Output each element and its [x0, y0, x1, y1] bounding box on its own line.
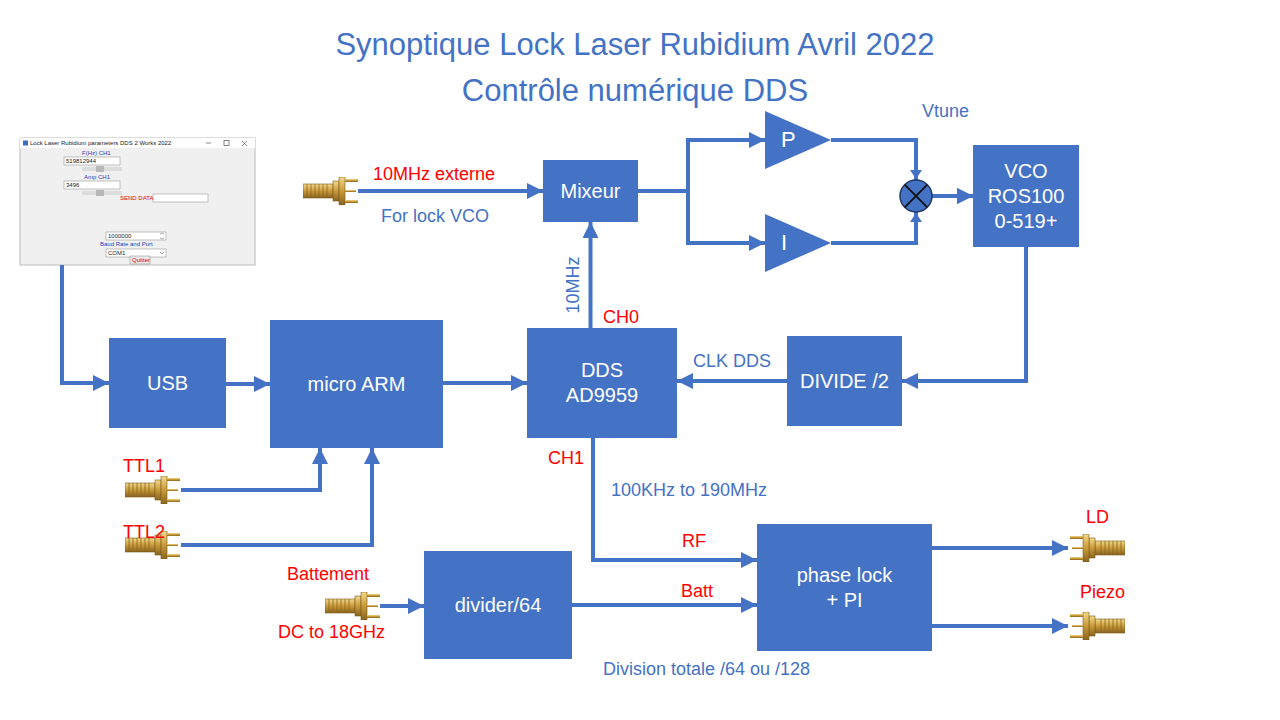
- connector-label: Battement: [287, 563, 369, 585]
- signal-wire: [932, 624, 1068, 628]
- node-text: Mixeur: [560, 179, 620, 204]
- sma-connector: [1070, 534, 1125, 562]
- microcontroller-box: micro ARM: [270, 320, 443, 448]
- window-text: Baud Rate and Port: [100, 241, 153, 248]
- integral-amplifier: I: [765, 214, 831, 272]
- node-text: P: [781, 126, 796, 154]
- signal-wire: [181, 448, 372, 545]
- window-text: 3496: [66, 182, 79, 189]
- channel-label: CH1: [548, 447, 584, 469]
- window-text: Amp CH1: [84, 174, 110, 181]
- connector-arrow: [589, 222, 593, 328]
- window-text: Lock Laser Rubidium parameters DDS 2 Wor…: [30, 140, 171, 147]
- signal-wires: [181, 191, 1068, 626]
- node-text: USB: [147, 371, 188, 396]
- node-text: divider/64: [455, 593, 542, 618]
- diagram-title: Synoptique Lock Laser Rubidium Avril 202…: [290, 22, 980, 114]
- window-text: 1000000: [108, 233, 131, 240]
- triangle-outline: [765, 111, 831, 169]
- triangle-outline: [765, 214, 831, 272]
- signal-wire: [181, 448, 320, 490]
- edge-label: Batt: [679, 581, 715, 601]
- proportional-amplifier: P: [765, 111, 831, 169]
- connector-label: TTL2: [123, 521, 165, 543]
- connector-arrow: [62, 265, 109, 383]
- range-label: DC to 18GHz: [278, 621, 385, 643]
- mixer-box: Mixeur: [543, 160, 638, 222]
- node-text: DIVIDE /2: [800, 369, 889, 394]
- sma-connector: [325, 592, 380, 620]
- connector-label: LD: [1086, 506, 1109, 528]
- triangle-shape: [765, 111, 831, 169]
- software-window-chrome: [20, 138, 255, 265]
- edge-label: RF: [680, 531, 708, 551]
- node-text: I: [781, 229, 787, 257]
- connector-arrow: [638, 191, 765, 243]
- triangle-shape: [765, 214, 831, 272]
- connector-arrow: [226, 382, 270, 386]
- dds-box: DDS AD9959: [527, 328, 677, 438]
- connector-arrow: [443, 381, 527, 385]
- connector-label: TTL1: [123, 455, 165, 477]
- node-text: phase lock + PI: [793, 563, 897, 613]
- software-window: Lock Laser Rubidium parameters DDS 2 Wor…: [20, 138, 255, 265]
- sma-connector: [303, 177, 358, 205]
- connector-label: Piezo: [1080, 581, 1125, 603]
- signal-wire: [380, 604, 424, 608]
- edge-label: CLK DDS: [691, 351, 773, 371]
- note-label: For lock VCO: [381, 205, 489, 227]
- signal-wire: [358, 189, 543, 193]
- range-label: 100KHz to 190MHz: [611, 479, 767, 501]
- sma-connector: [1070, 612, 1125, 640]
- node-text: micro ARM: [308, 372, 406, 397]
- connector-arrow: [902, 247, 1026, 381]
- signal-label: Vtune: [922, 100, 969, 122]
- signal-label: 10MHz externe: [373, 163, 495, 185]
- window-text: Quitter: [132, 257, 150, 264]
- divider-box: divider/64: [424, 551, 572, 659]
- phase-lock-box: phase lock + PI: [757, 524, 932, 651]
- connector-arrow: [572, 603, 757, 607]
- connector-arrow: [638, 140, 765, 191]
- note-label: Division totale /64 ou /128: [603, 658, 810, 680]
- window-text: 519812944: [66, 158, 96, 165]
- summing-junction: [900, 170, 932, 222]
- node-text: VCO ROS100 0-519+: [981, 159, 1071, 234]
- connector-arrow: [677, 379, 787, 383]
- window-text: SEND DATA: [120, 195, 153, 202]
- sma-connector: [125, 476, 180, 504]
- node-text: DDS AD9959: [555, 358, 650, 408]
- signal-wire: [932, 546, 1068, 550]
- divider-box: DIVIDE /2: [787, 336, 902, 426]
- window-text: F(Hz) CH1: [82, 150, 111, 157]
- usb-box: USB: [109, 338, 226, 428]
- vco-box: VCO ROS100 0-519+: [973, 145, 1079, 247]
- channel-label: CH0: [603, 306, 639, 328]
- window-text: COM1: [108, 250, 125, 257]
- edge-label: 10MHz: [563, 254, 583, 315]
